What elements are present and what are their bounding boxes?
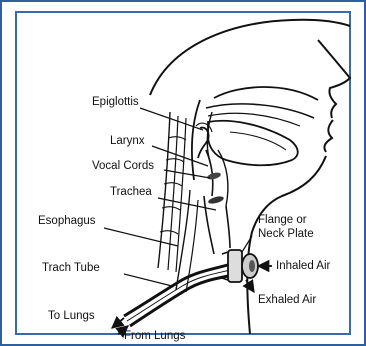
vocal-cord-shadow xyxy=(206,171,221,180)
trach-tube-outer-top xyxy=(124,262,238,316)
label-epiglottis: Epiglottis xyxy=(92,96,139,109)
flange-plate xyxy=(228,250,242,282)
spine-line-3 xyxy=(176,118,186,272)
label-larynx: Larynx xyxy=(110,135,145,148)
leader-epiglottis xyxy=(140,108,203,130)
label-exhaled-air: Exhaled Air xyxy=(258,294,316,307)
label-inhaled-air: Inhaled Air xyxy=(276,260,330,273)
trachea-ring xyxy=(207,195,224,205)
label-vocal-cords: Vocal Cords xyxy=(92,160,154,173)
palate-inner xyxy=(208,113,300,126)
face-profile xyxy=(318,40,350,118)
chin-neck-front xyxy=(247,156,326,334)
nasal-cavity xyxy=(214,87,318,100)
label-trachea: Trachea xyxy=(110,186,152,199)
label-from-lungs: From Lungs xyxy=(124,330,185,343)
tube-opening-hole xyxy=(249,260,255,272)
label-esophagus: Esophagus xyxy=(38,215,96,228)
lips xyxy=(324,120,333,152)
label-to-lungs: To Lungs xyxy=(48,310,95,323)
trach-tube-outer-bottom xyxy=(130,274,238,326)
leader-trach-tube xyxy=(124,274,172,286)
leader-larynx xyxy=(152,146,208,166)
label-flange-line2: Neck Plate xyxy=(258,228,314,241)
trachea-back xyxy=(204,196,214,254)
tongue xyxy=(208,121,298,165)
to-lungs-arrow xyxy=(112,318,124,328)
tongue-line xyxy=(230,132,286,150)
pharynx-wall xyxy=(192,100,200,180)
label-trach-tube: Trach Tube xyxy=(42,262,100,275)
label-flange-line1: Flange or xyxy=(258,214,307,227)
spine-line-2 xyxy=(168,116,178,270)
trachea-front xyxy=(226,206,230,248)
larynx-wall xyxy=(206,150,213,196)
leader-vocal-cords xyxy=(164,170,210,178)
spine-line-1 xyxy=(158,112,170,268)
leader-trachea xyxy=(158,198,216,210)
hard-palate xyxy=(206,104,314,118)
skull-outline xyxy=(150,20,350,95)
